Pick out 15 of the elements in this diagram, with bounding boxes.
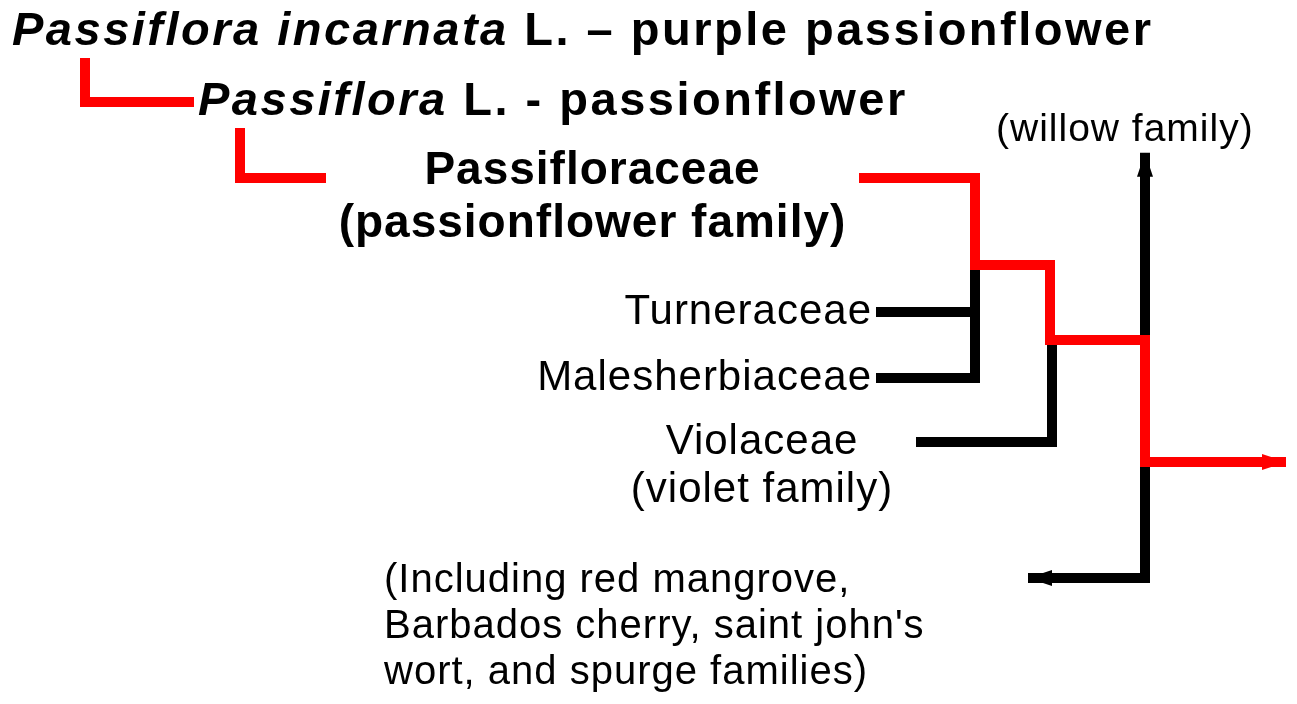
taxon-label: Passiflora L. - passionflower: [198, 72, 998, 127]
branch-line: [80, 58, 194, 107]
taxon-label: Turneraceae: [560, 286, 872, 335]
taxon-label: (Including red mangrove, Barbados cherry, saint john's wort, and spurge families): [384, 555, 1024, 693]
branch-line: [916, 345, 1057, 447]
taxon-label: Passifloraceae (passionflower family): [330, 142, 855, 248]
branch-line: [235, 128, 326, 183]
taxon-label: (willow family): [996, 106, 1296, 151]
taxon-label: Malesherbiaceae: [470, 352, 872, 401]
branch-line: [876, 270, 980, 317]
taxon-label: Violaceae (violet family): [612, 416, 912, 513]
taxon-label: Passiflora incarnata L. – purple passionflower: [12, 2, 1262, 57]
arrow: [859, 173, 1286, 470]
arrow: [1137, 152, 1153, 335]
arrow: [1028, 467, 1150, 586]
